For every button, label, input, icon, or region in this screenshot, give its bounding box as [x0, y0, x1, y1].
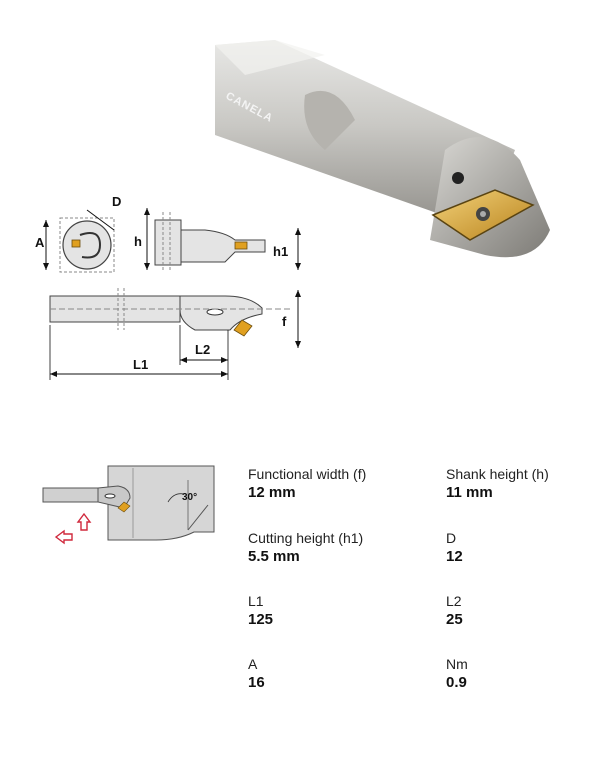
spec-value: 25	[446, 611, 463, 628]
label-L2: L2	[195, 342, 210, 357]
label-h1: h1	[273, 244, 288, 259]
spec-shank-height: Shank height (h) 11 mm	[446, 466, 549, 501]
spec-nm: Nm 0.9	[446, 656, 468, 691]
spec-l2: L2 25	[446, 593, 463, 628]
spec-label: Cutting height (h1)	[248, 530, 364, 546]
spec-label: Functional width (f)	[248, 466, 367, 482]
direction-arrows-icon	[54, 512, 92, 545]
spec-value: 125	[248, 611, 274, 628]
spec-value: 11 mm	[446, 484, 493, 501]
spec-value: 12 mm	[248, 484, 296, 501]
spec-cutting-height: Cutting height (h1) 5.5 mm	[248, 530, 363, 565]
product-photo: CANELA	[215, 40, 560, 270]
top-view	[49, 288, 301, 380]
spec-label: L1	[248, 593, 264, 609]
label-f: f	[282, 314, 287, 329]
spec-label: Shank height (h)	[446, 466, 549, 482]
spec-a: A 16	[248, 656, 265, 691]
angle-label: 30°	[182, 492, 197, 503]
technical-drawing: A D h h1	[30, 190, 315, 385]
label-A: A	[35, 235, 45, 250]
label-h: h	[134, 234, 142, 249]
spec-label: D	[446, 530, 457, 546]
spec-label: Nm	[446, 656, 468, 672]
spec-label: A	[248, 656, 258, 672]
spec-value: 0.9	[446, 674, 467, 691]
spec-functional-width: Functional width (f) 12 mm	[248, 466, 366, 501]
spec-d: D 12	[446, 530, 463, 565]
operation-diagram: 30°	[38, 460, 228, 560]
label-D: D	[112, 194, 121, 209]
spec-value: 16	[248, 674, 265, 691]
boring-bar-photo-icon: CANELA	[215, 40, 550, 258]
spec-value: 12	[446, 548, 463, 565]
side-view	[144, 208, 301, 272]
spec-l1: L1 125	[248, 593, 273, 628]
end-view	[43, 209, 115, 273]
spec-label: L2	[446, 593, 462, 609]
spec-value: 5.5 mm	[248, 548, 300, 565]
boring-operation-icon: 30°	[42, 465, 215, 545]
label-L1: L1	[133, 357, 148, 372]
